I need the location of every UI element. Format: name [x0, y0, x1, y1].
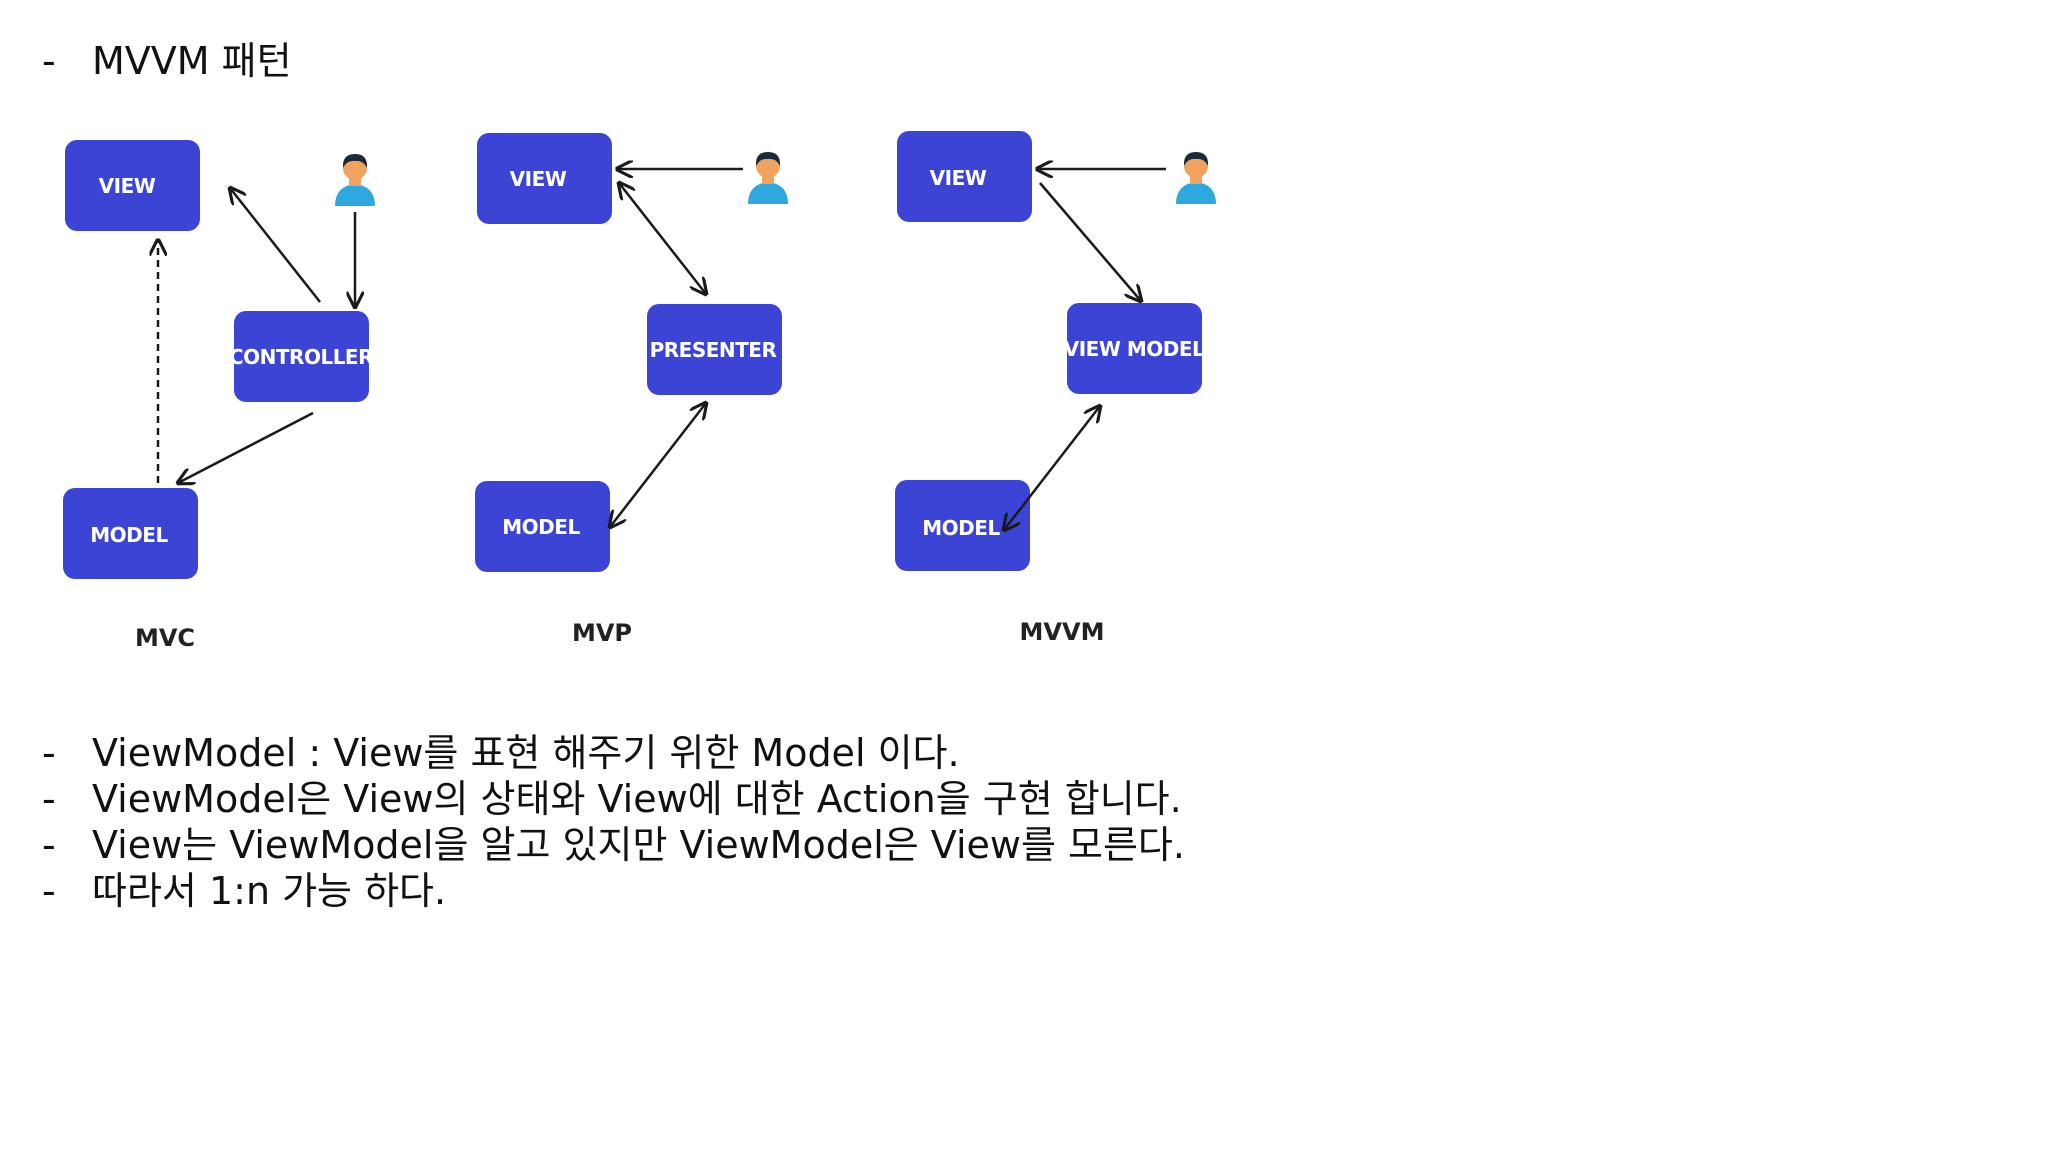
mvp-view-box: VIEW — [477, 133, 612, 224]
mvc-controller-to-model-arrow — [178, 411, 314, 483]
mvvm-caption: MVVM — [1020, 618, 1105, 646]
note-text: ViewModel : View를 표현 해주기 위한 Model 이다. — [92, 731, 960, 775]
user-icon — [748, 152, 788, 204]
mvvm-view-box: VIEW — [897, 131, 1032, 222]
mvp-presenter-label: PRESENTER — [650, 338, 777, 362]
note-dash: - — [42, 823, 56, 867]
architecture-diagrams: VIEW CONTROLLER MODEL MVC VIEW PRESENTER… — [63, 131, 1216, 652]
notes-list: -ViewModel : View를 표현 해주기 위한 Model 이다. -… — [42, 730, 1185, 914]
note-item: -ViewModel : View를 표현 해주기 위한 Model 이다. — [42, 730, 1185, 776]
mvvm-view-to-viewmodel-arrow — [1039, 182, 1141, 301]
mvvm-model-label: MODEL — [922, 516, 1000, 540]
user-icon — [1176, 152, 1216, 204]
title-text: MVVM 패턴 — [92, 39, 292, 83]
note-item: -따라서 1:n 가능 하다. — [42, 868, 1185, 914]
title-dash: - — [42, 39, 56, 83]
mvvm-model-box: MODEL — [895, 480, 1030, 571]
note-dash: - — [42, 731, 56, 775]
note-dash: - — [42, 777, 56, 821]
mvc-view-box: VIEW — [65, 140, 200, 231]
note-item: -ViewModel은 View의 상태와 View에 대한 Action을 구… — [42, 776, 1185, 822]
mvc-view-label: VIEW — [99, 174, 156, 198]
note-item: -View는 ViewModel을 알고 있지만 ViewModel은 View… — [42, 822, 1185, 868]
mvc-controller-box: CONTROLLER — [229, 311, 374, 402]
mvc-caption: MVC — [135, 624, 195, 652]
mvp-caption: MVP — [572, 619, 632, 647]
mvvm-model-viewmodel-arrow — [1004, 406, 1100, 530]
note-text: View는 ViewModel을 알고 있지만 ViewModel은 View를… — [92, 823, 1185, 867]
mvc-model-label: MODEL — [90, 523, 168, 547]
mvvm-viewmodel-label: VIEW MODEL — [1064, 337, 1205, 361]
mvp-model-presenter-arrow — [610, 403, 706, 527]
mvc-controller-label: CONTROLLER — [229, 345, 373, 369]
mvvm-diagram: VIEW VIEW MODEL MODEL MVVM — [895, 131, 1216, 646]
note-text: ViewModel은 View의 상태와 View에 대한 Action을 구현… — [92, 777, 1182, 821]
mvp-model-box: MODEL — [475, 481, 610, 572]
mvp-presenter-box: PRESENTER — [647, 304, 782, 395]
note-dash: - — [42, 869, 56, 913]
mvvm-viewmodel-box: VIEW MODEL — [1064, 303, 1206, 394]
slide-title: -MVVM 패턴 — [42, 38, 292, 84]
mvp-model-label: MODEL — [502, 515, 580, 539]
mvc-diagram: VIEW CONTROLLER MODEL MVC — [63, 140, 375, 652]
mvc-model-box: MODEL — [63, 488, 198, 579]
user-icon — [335, 154, 375, 206]
mvc-controller-to-view-arrow — [230, 188, 321, 303]
mvp-view-label: VIEW — [510, 167, 567, 191]
mvvm-view-label: VIEW — [930, 166, 987, 190]
mvp-view-presenter-arrow — [619, 183, 706, 294]
note-text: 따라서 1:n 가능 하다. — [92, 869, 447, 913]
mvp-diagram: VIEW PRESENTER MODEL MVP — [475, 133, 788, 647]
